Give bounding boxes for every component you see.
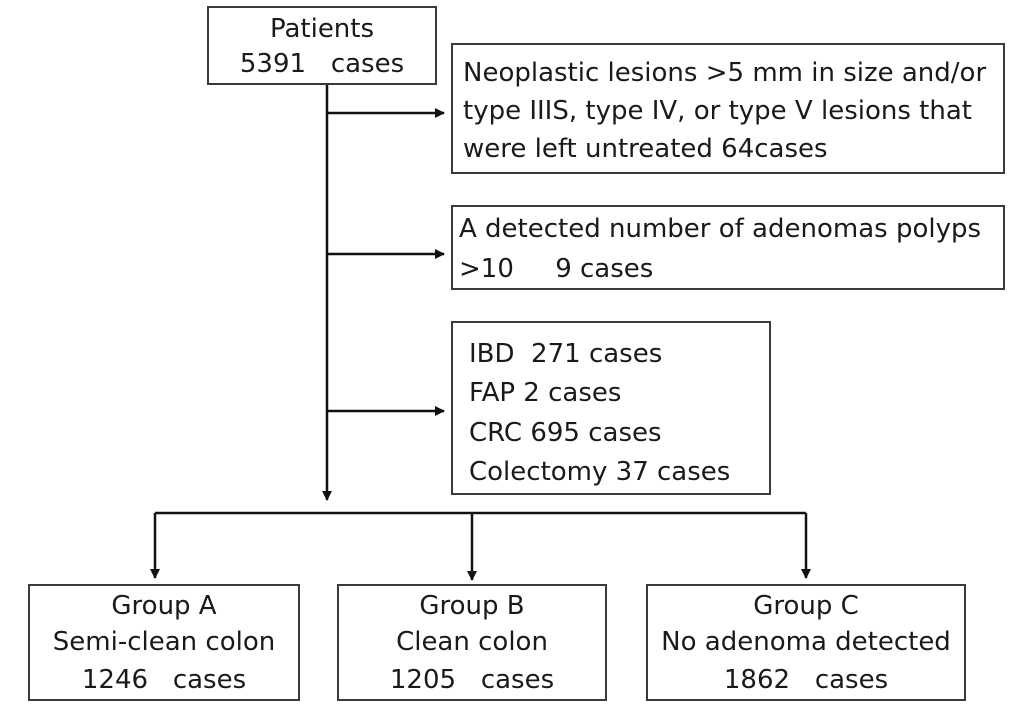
exclusion-3-line-2: FAP 2 cases — [469, 378, 622, 408]
group-c-description: No adenoma detected — [661, 627, 951, 657]
exclusion-1-line-1: Neoplastic lesions >5 mm in size and/or — [463, 58, 987, 88]
group-a-box: Group A Semi-clean colon 1246 cases — [28, 584, 300, 701]
exclusion-1-line-2: type IIIS, type IV, or type V lesions th… — [463, 96, 972, 126]
group-a-description: Semi-clean colon — [52, 627, 276, 657]
group-b-description: Clean colon — [396, 627, 548, 657]
exclusion-box-neoplastic: Neoplastic lesions >5 mm in size and/or … — [451, 43, 1005, 174]
exclusion-2-line-2: >10 9 cases — [459, 254, 654, 284]
group-c-title: Group C — [753, 591, 859, 621]
group-c-box: Group C No adenoma detected 1862 cases — [646, 584, 966, 701]
patients-count: 5391 cases — [239, 49, 405, 79]
group-a-count: 1246 cases — [81, 665, 247, 695]
group-c-count: 1862 cases — [723, 665, 889, 695]
patients-box: Patients 5391 cases — [207, 6, 437, 85]
group-b-title: Group B — [419, 591, 525, 621]
patients-label: Patients — [269, 14, 375, 44]
exclusion-3-line-3: CRC 695 cases — [469, 418, 662, 448]
exclusion-2-line-1: A detected number of adenomas polyps — [459, 214, 982, 244]
group-a-title: Group A — [111, 591, 217, 621]
exclusion-box-other: IBD 271 cases FAP 2 cases CRC 695 cases … — [451, 321, 771, 495]
exclusion-box-adenomas: A detected number of adenomas polyps >10… — [451, 205, 1005, 290]
exclusion-3-line-1: IBD 271 cases — [469, 339, 663, 369]
group-b-box: Group B Clean colon 1205 cases — [337, 584, 607, 701]
exclusion-1-line-3: were left untreated 64cases — [463, 134, 828, 164]
exclusion-3-line-4: Colectomy 37 cases — [469, 457, 731, 487]
group-b-count: 1205 cases — [389, 665, 555, 695]
